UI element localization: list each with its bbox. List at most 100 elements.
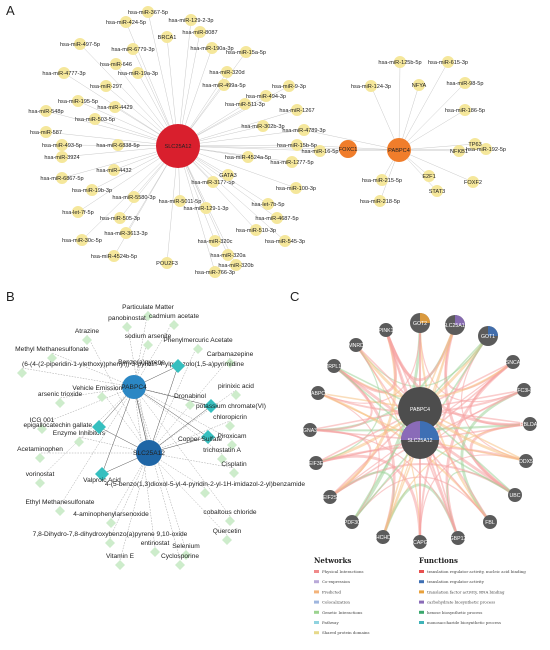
gene-label-gbp12: GBP12 (450, 536, 467, 542)
legend-network-pathway: Pathway (322, 620, 339, 625)
edge (398, 109, 466, 151)
chem-node-particulate-matter (143, 311, 153, 321)
chem-node-enzyme-inhibitors (74, 437, 84, 447)
chem-label-4-5-benzo-1-3-dioxol-5-yl-4-pyridin-2-yl-1h-imidazol-2-yl-benzamide: 4-(5-benzo(1,3)dioxol-5-yl-4-pyridin-2-y… (105, 481, 305, 488)
chem-node-methyl-methanesulfonate (47, 353, 57, 363)
node-hsa-mir-503-5p (89, 113, 101, 125)
node-label-hsa-mir-6838-5p: hsa-miR-6838-5p (96, 143, 139, 149)
legend-network-swatch (314, 600, 319, 604)
chem-label-icg-001: ICG 001 (30, 417, 55, 424)
node-label-hsa-mir-124-3p: hsa-miR-124-3p (351, 84, 391, 90)
edge (133, 386, 212, 407)
chem-label-entinostat: entinostat (141, 540, 170, 547)
gene-node-fbl (483, 515, 497, 529)
node-hsa-mir-297 (100, 80, 112, 92)
chem-label-vehicle-emissions: Vehicle Emissions (72, 385, 126, 392)
gene-node-function-slice (420, 313, 430, 323)
node-hsa-mir-30c-5p (76, 234, 88, 246)
hub-slc25a12 (136, 440, 162, 466)
chem-node-carbamazepine (225, 358, 235, 368)
edge (350, 322, 422, 523)
edge (148, 452, 235, 469)
node-label-stat3: STAT3 (429, 189, 446, 195)
gene-node-function-slice (401, 421, 420, 440)
chem-label-dronabinol: Dronabinol (174, 393, 206, 400)
node-label-hsa-mir-4524b-5p: hsa-miR-4524b-5p (91, 254, 137, 260)
node-hsa-mir-1277-5p (286, 156, 298, 168)
node-label-hsa-let-7b-5p: hsa-let-7b-5p (252, 202, 285, 208)
node-label-hsa-mir-129-1-3p: hsa-miR-129-1-3p (183, 206, 228, 212)
chem-label-7-8-dihydro-7-8-dihydroxybenzo-a-pyrene-9-10-oxide: 7,8-Dihydro-7,8-dihydroxybenzo(a)pyrene … (33, 531, 188, 538)
node-hsa-mir-186-5p (459, 104, 471, 116)
node-label-nfkb1: NFKB1 (450, 149, 468, 155)
legend-network-swatch (314, 610, 319, 614)
chem-node-4-aminophenylarsenoxide (106, 518, 116, 528)
edge (398, 61, 401, 151)
node-hsa-mir-3613-3p (120, 227, 132, 239)
edge (79, 43, 179, 147)
gene-label-ubc: UBC (510, 493, 521, 499)
node-label-hsa-mir-548p: hsa-miR-548p (28, 109, 63, 115)
chem-hub-valproic-acid (95, 467, 109, 481)
chem-label-sodium-arsenite: sodium arsenite (125, 333, 172, 340)
gene-label-eif3e: EIF3E (309, 461, 324, 467)
edge (45, 131, 179, 147)
panel-label-b: B (6, 289, 15, 304)
node-hsa-mir-548p (40, 105, 52, 117)
node-hsa-mir-646 (110, 58, 122, 70)
node-label-hsa-mir-195-5p: hsa-miR-195-5p (58, 99, 98, 105)
node-label-hsa-mir-129-2-3p: hsa-miR-129-2-3p (168, 18, 213, 24)
node-label-nfya: NFYA (412, 83, 427, 89)
node-label-hsa-mir-367-5p: hsa-miR-367-5p (128, 10, 168, 16)
node-hsa-mir-218-5p (374, 195, 386, 207)
node-label-hsa-mir-3177-5p: hsa-miR-3177-5p (191, 180, 234, 186)
legend-network-genetic-interactions: Genetic Interactions (322, 610, 362, 615)
node-label-hsa-mir-4777-3p: hsa-miR-4777-3p (42, 71, 85, 77)
chem-hub-label-copper-sulfate: Copper Sulfate (178, 436, 222, 443)
edge (147, 11, 179, 147)
chem-node-pirinixic-acid (231, 390, 241, 400)
node-label-hsa-mir-8087: hsa-miR-8087 (182, 30, 217, 36)
node-label-hsa-mir-4524a-5p: hsa-miR-4524a-5p (225, 155, 271, 161)
edge (133, 386, 187, 551)
edge (109, 452, 150, 539)
chem-hub-epigallocatechin-gallate (92, 420, 106, 434)
legend-network-swatch (314, 590, 319, 594)
gene-label-gna3: GNA3 (303, 428, 317, 434)
legend-network-swatch (314, 580, 319, 584)
node-hsa-mir-15a-5p (240, 46, 252, 58)
node-hsa-mir-511-3p (239, 98, 251, 110)
node-label-hsa-mir-190a-3p: hsa-miR-190a-3p (190, 46, 233, 52)
gene-label-slc25a12: SLC25A12 (407, 438, 432, 444)
node-label-hsa-mir-19a-3p: hsa-miR-19a-3p (118, 71, 158, 77)
chem-label-ethyl-methanesulfonate: Ethyl Methanesulfonate (26, 499, 95, 506)
node-brca1 (161, 31, 173, 43)
edge (148, 389, 237, 454)
node-hsa-mir-124-3p (365, 80, 377, 92)
gene-node-pabpc4 (398, 387, 442, 431)
chem-label-trichostatin-a: trichostatin A (203, 447, 241, 454)
chem-node-vorinostat (35, 478, 45, 488)
node-foxf2 (467, 176, 479, 188)
edge (148, 343, 199, 454)
chem-label-cisplatin: Cisplatin (221, 461, 247, 468)
chem-hub-label-benzo-a-pyrene: Benzo(a)pyrene (118, 359, 165, 366)
node-label-hsa-mir-100-3p: hsa-miR-100-3p (276, 186, 316, 192)
chem-node-entinostat (150, 547, 160, 557)
node-label-hsa-mir-5580-3p: hsa-miR-5580-3p (112, 195, 155, 201)
chem-label-quercetin: Quercetin (213, 528, 242, 535)
chem-node-atrazine (82, 335, 92, 345)
hub-pabpc4 (387, 138, 411, 162)
edge (319, 149, 400, 152)
edge (148, 365, 179, 454)
node-label-hsa-mir-320b: hsa-miR-320b (218, 263, 253, 269)
edge (59, 386, 135, 507)
gene-label-pabpc1: PABPC1 (308, 391, 328, 397)
legend-function-hexose-biosynthetic-process: hexose biosynthetic process (427, 610, 482, 615)
node-hsa-mir-424-5p (120, 16, 132, 28)
legend-network-shared-protein-domains: Shared protein domains (322, 630, 370, 635)
edge (45, 110, 179, 147)
edge (303, 129, 400, 151)
node-hsa-mir-505-3p (114, 212, 126, 224)
